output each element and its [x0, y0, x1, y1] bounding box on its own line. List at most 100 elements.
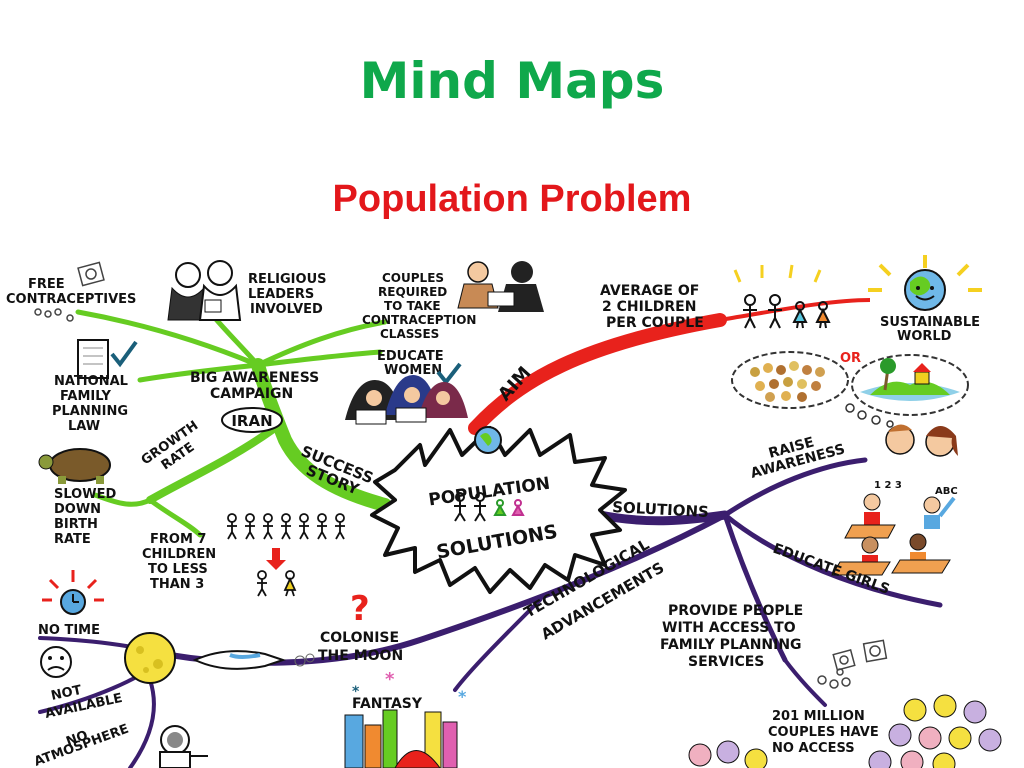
slowed-line2: DOWN: [54, 502, 101, 517]
provide-people-node: PROVIDE PEOPLE WITH ACCESS TO FAMILY PLA…: [660, 603, 803, 670]
clergy-icon: [167, 260, 242, 321]
couples-line1: COUPLES: [382, 271, 444, 285]
globe-icon: [904, 269, 946, 311]
faces-crowd-icon: [688, 694, 1002, 768]
aim-sub-branch: [719, 298, 871, 322]
down-arrow-icon: [266, 548, 286, 570]
svg-text:?: ?: [350, 589, 370, 629]
crowd-icon: [227, 513, 345, 597]
from7-line3: TO LESS: [148, 562, 208, 577]
sustainable-line1: SUSTAINABLE: [880, 315, 980, 330]
million-line1: 201 MILLION: [772, 709, 865, 724]
sustainable-line2: WORLD: [897, 329, 952, 344]
slowed-line1: SLOWED: [54, 487, 116, 502]
average-line1: AVERAGE OF: [600, 283, 699, 299]
national-line1: NATIONAL: [54, 374, 128, 389]
svg-text:*: *: [458, 687, 467, 706]
from-7-node: FROM 7 CHILDREN TO LESS THAN 3: [142, 532, 216, 592]
green-branches: [75, 309, 392, 538]
colonise-line1: COLONISE: [320, 630, 399, 646]
clock-icon: [42, 570, 104, 615]
document-icon: [77, 339, 109, 379]
slowed-line4: RATE: [54, 532, 91, 547]
big-awareness-line1: BIG AWARENESS: [190, 370, 319, 386]
educate-women-line1: EDUCATE: [377, 349, 444, 364]
average-line2: 2 CHILDREN: [602, 299, 696, 315]
not-available-line1: NOT: [50, 683, 83, 704]
purple-branches: [38, 457, 943, 768]
colonise-line2: THE MOON: [318, 648, 403, 664]
colonise-node: COLONISE THE MOON: [318, 630, 403, 664]
thinking-face-icon: [885, 424, 958, 457]
fantasy-label: FANTASY: [352, 696, 423, 712]
national-family-node: NATIONAL FAMILY PLANNING LAW: [52, 374, 128, 434]
no-atmosphere-node: NO ATMOSPHERE: [32, 722, 131, 768]
free-contraceptives-line2: CONTRACEPTIVES: [6, 292, 136, 307]
couple-reading-icon: [457, 261, 544, 312]
slowed-line3: BIRTH: [54, 517, 98, 532]
iran-label: IRAN: [231, 412, 272, 430]
provide-line3: FAMILY PLANNING: [660, 637, 802, 653]
iran-badge: IRAN: [221, 407, 283, 433]
slowed-down-node: SLOWED DOWN BIRTH RATE: [54, 487, 116, 547]
average-line3: PER COUPLE: [606, 315, 704, 331]
educate-women-node: EDUCATE WOMEN: [377, 349, 444, 378]
rocket-icon: [192, 650, 315, 670]
globe-icon: [474, 426, 502, 454]
free-contraceptives-line1: FREE: [28, 277, 65, 292]
provide-line4: SERVICES: [688, 654, 764, 670]
from7-line2: CHILDREN: [142, 547, 216, 562]
million-line2: COUPLES HAVE: [768, 725, 879, 740]
stick-family-icon: [454, 492, 525, 522]
couples-line3: TO TAKE: [384, 299, 441, 313]
national-line3: PLANNING: [52, 404, 128, 419]
couples-line5: CLASSES: [380, 327, 439, 341]
no-atmosphere-line1: NO: [64, 728, 90, 750]
moon-icon: [124, 632, 176, 684]
astronaut-icon: [159, 725, 208, 768]
sad-face-icon: [40, 646, 72, 678]
counting-label: 1 2 3: [874, 480, 902, 491]
sun-rays-icon: [868, 255, 982, 292]
sustainable-node: SUSTAINABLE WORLD: [880, 315, 980, 344]
provide-line1: PROVIDE PEOPLE: [668, 603, 803, 619]
crowd-icon: [731, 351, 849, 409]
contraceptive-packs-icon: [817, 639, 888, 689]
growth-rate-node: GROWTH RATE: [139, 418, 202, 473]
city-icon: * * *: [344, 669, 467, 768]
aim-branch: [468, 313, 727, 435]
provide-line2: WITH ACCESS TO: [662, 620, 796, 636]
slide-subtitle: Population Problem: [332, 178, 692, 220]
solutions-label: SOLUTIONS: [612, 498, 709, 521]
big-awareness-line2: CAMPAIGN: [210, 386, 293, 402]
check-icon: [110, 340, 138, 368]
couples-required-node: COUPLES REQUIRED TO TAKE CONTRACEPTION C…: [362, 271, 476, 341]
women-reading-icon: [345, 375, 468, 425]
religious-line3: INVOLVED: [250, 302, 323, 317]
question-mark-icon: ?: [350, 589, 370, 629]
island-icon: [851, 354, 969, 416]
contraceptive-packs-icon: [34, 261, 105, 322]
from7-line1: FROM 7: [150, 532, 206, 547]
average-node: AVERAGE OF 2 CHILDREN PER COUPLE: [600, 283, 704, 331]
slide-title: Mind Maps: [359, 52, 665, 110]
national-line2: FAMILY: [60, 389, 111, 404]
couples-line2: REQUIRED: [378, 285, 447, 299]
big-awareness-node: BIG AWARENESS CAMPAIGN: [190, 370, 319, 402]
religious-line2: LEADERS: [248, 287, 314, 302]
or-label: OR: [840, 351, 861, 366]
svg-text:*: *: [352, 684, 360, 700]
check-icon: [436, 362, 462, 386]
million-couples-node: 201 MILLION COUPLES HAVE NO ACCESS: [768, 709, 879, 756]
religious-leaders-node: RELIGIOUS LEADERS INVOLVED: [248, 272, 327, 317]
abc-label: ABC: [935, 486, 958, 497]
tortoise-icon: [38, 448, 111, 484]
couples-line4: CONTRACEPTION: [362, 313, 476, 327]
thought-bubbles-icon: [845, 403, 894, 428]
no-time-label: NO TIME: [38, 623, 100, 638]
educate-women-line2: WOMEN: [384, 363, 442, 378]
svg-text:*: *: [385, 669, 395, 690]
national-line4: LAW: [68, 419, 100, 434]
center-node: POPULATION SOLUTIONS: [370, 426, 627, 594]
population-mind-map: POPULATION SOLUTIONS AIM SUCCESS STORY S…: [6, 255, 1002, 768]
